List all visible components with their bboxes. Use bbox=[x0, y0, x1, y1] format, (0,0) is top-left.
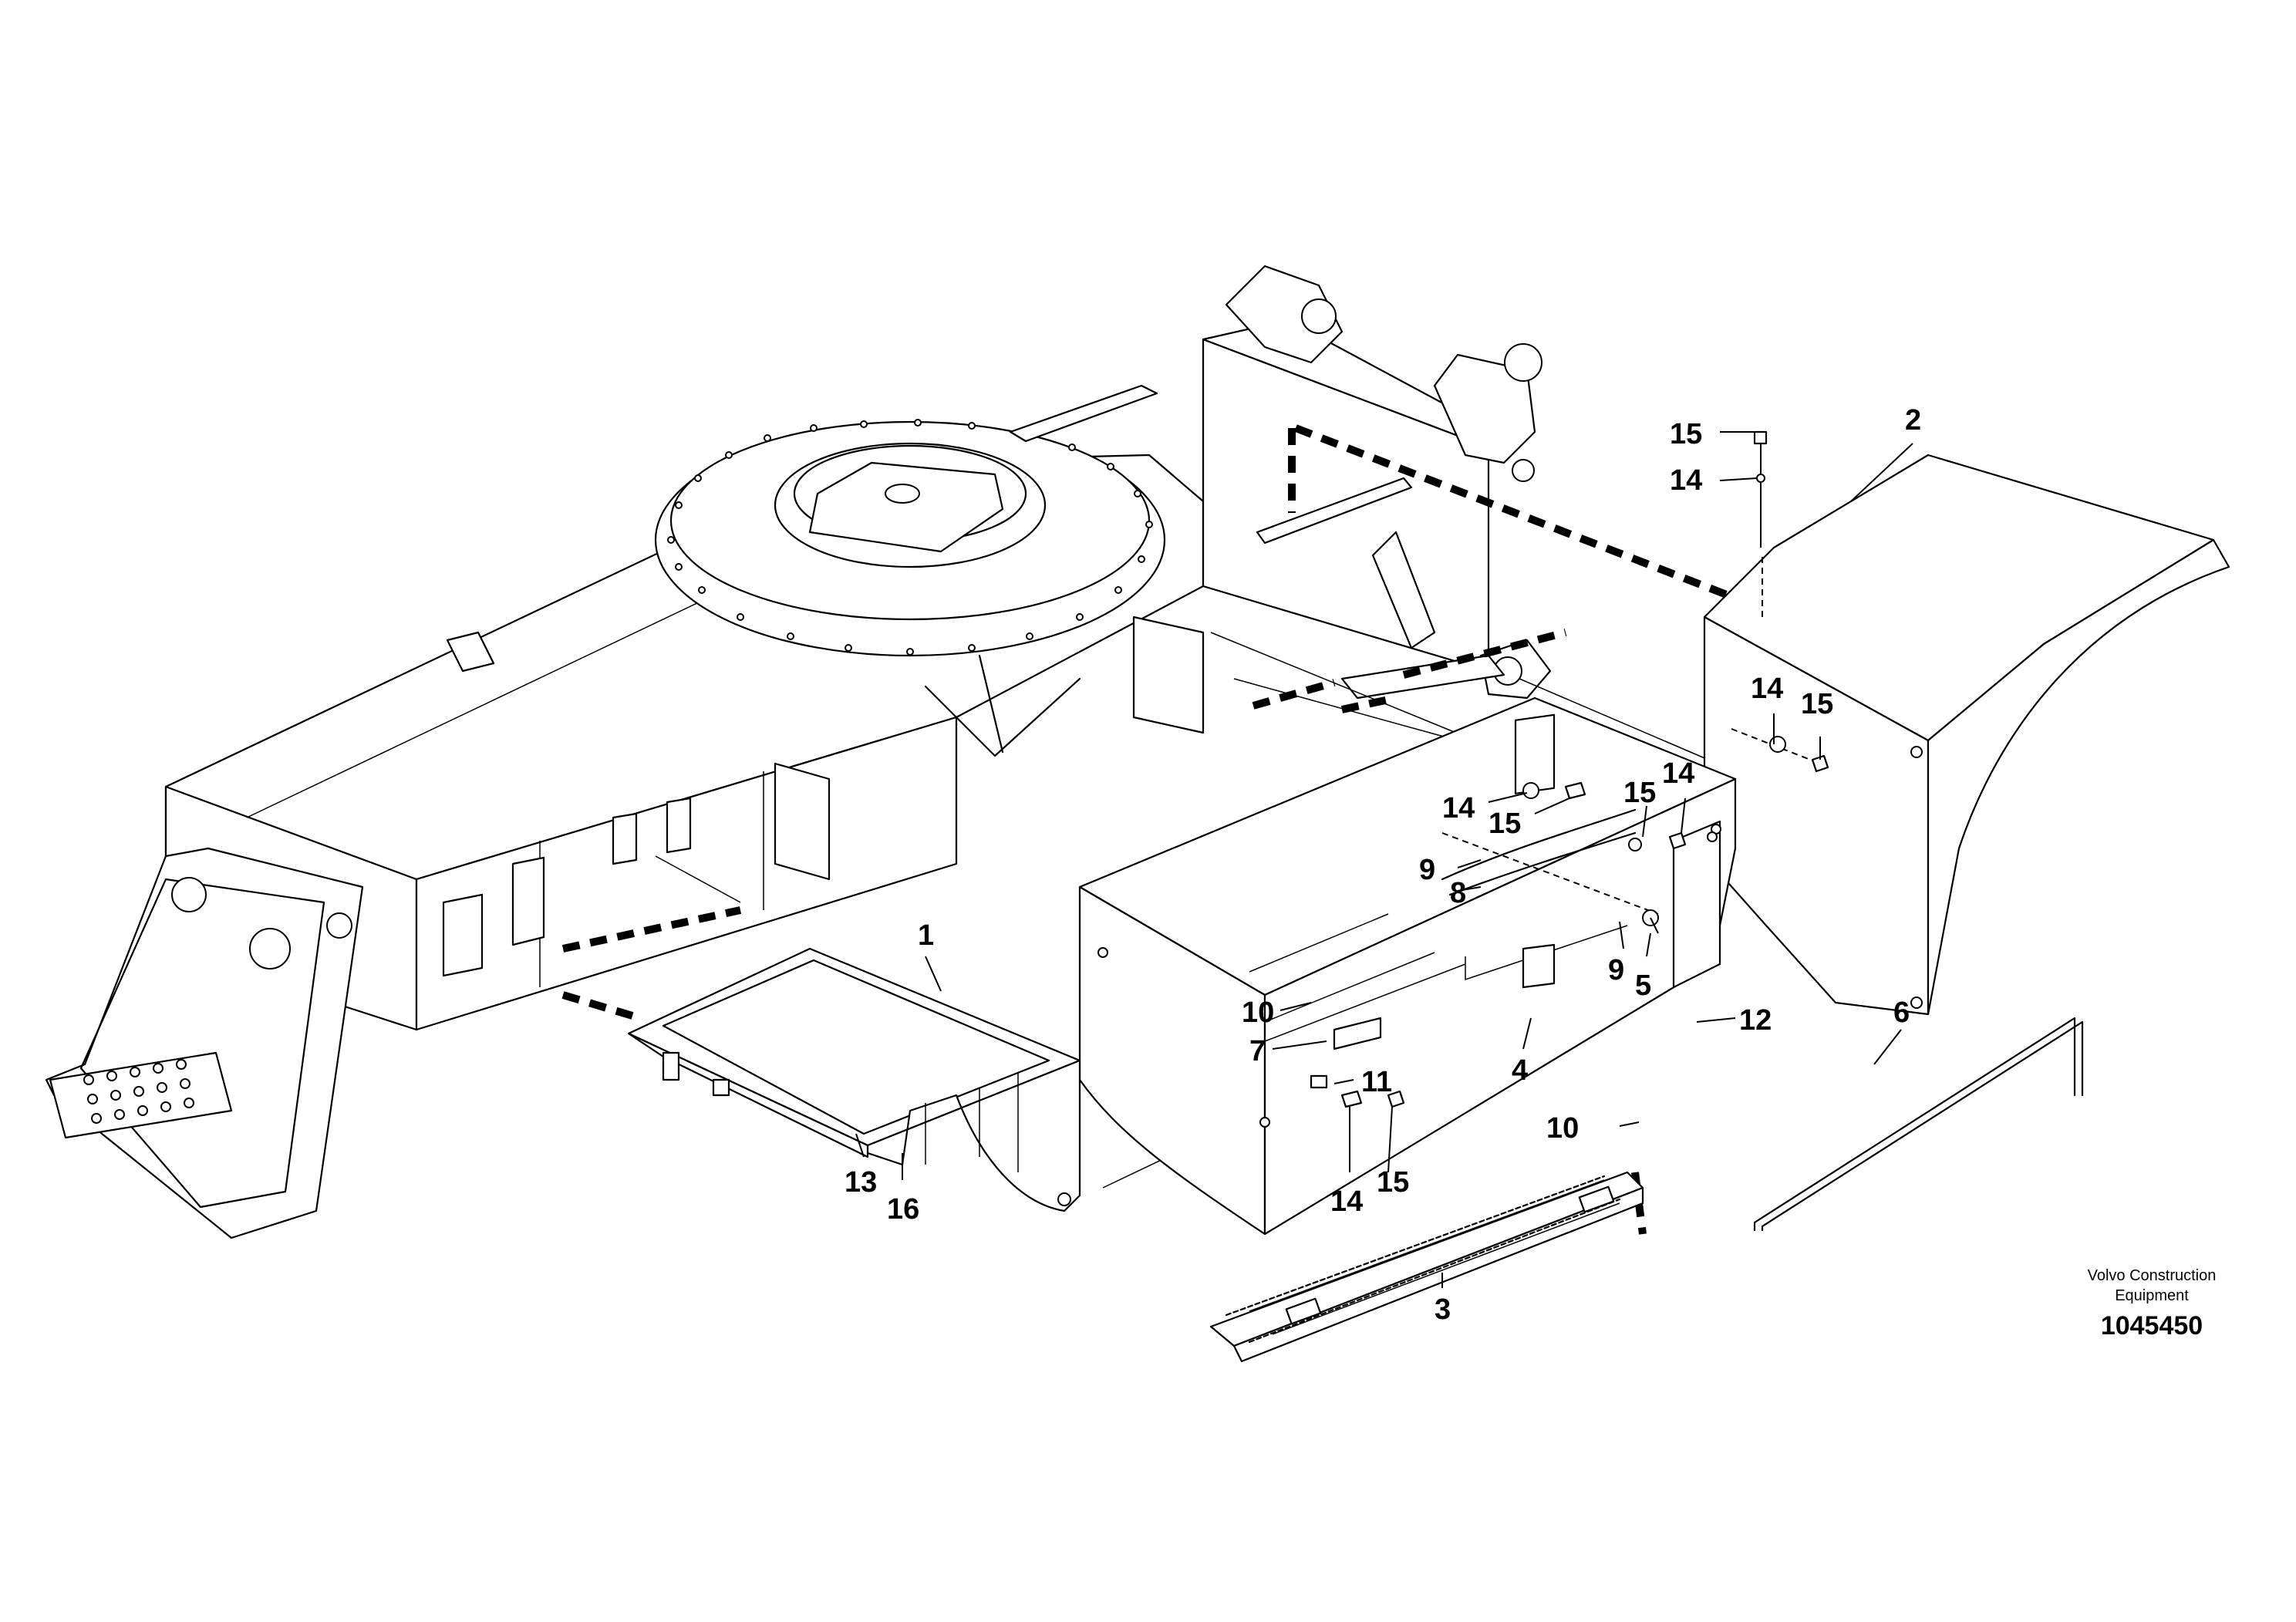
callout-7: 7 bbox=[1249, 1035, 1266, 1067]
callout-14-box-right: 14 bbox=[1662, 757, 1694, 790]
main-frame-drawing bbox=[45, 265, 1552, 1239]
callout-14-fender: 14 bbox=[1751, 673, 1783, 705]
part-6-rod bbox=[1753, 1017, 2084, 1232]
callout-16: 16 bbox=[887, 1193, 919, 1226]
leader-lines bbox=[855, 431, 1913, 1288]
callout-8: 8 bbox=[1450, 877, 1466, 909]
callout-4: 4 bbox=[1512, 1054, 1528, 1087]
callout-14-top: 14 bbox=[1670, 464, 1702, 497]
callout-3: 3 bbox=[1435, 1293, 1451, 1326]
callout-15-fender: 15 bbox=[1801, 688, 1833, 720]
credit-line-2: Equipment bbox=[2115, 1287, 2189, 1304]
callout-10-lower: 10 bbox=[1546, 1112, 1579, 1145]
callout-15-box-right: 15 bbox=[1623, 777, 1656, 809]
callout-13: 13 bbox=[845, 1166, 877, 1199]
callout-5: 5 bbox=[1635, 969, 1651, 1002]
callout-10-upper: 10 bbox=[1242, 996, 1274, 1029]
callout-labels: 15 14 2 14 15 14 15 15 14 9 8 9 5 1 12 1… bbox=[845, 404, 1921, 1326]
part-3-step-ladder bbox=[1209, 1171, 1644, 1363]
callout-14-bottom: 14 bbox=[1330, 1185, 1363, 1218]
callout-2: 2 bbox=[1905, 404, 1921, 437]
credit-line-1: Volvo Construction bbox=[2088, 1267, 2217, 1284]
part-2-fender bbox=[1703, 430, 2230, 1016]
callout-9-upper: 9 bbox=[1419, 854, 1435, 886]
callout-15-top: 15 bbox=[1670, 418, 1702, 450]
drawing-credit: Volvo Construction Equipment 1045450 bbox=[2088, 1267, 2217, 1340]
callout-15-box-top: 15 bbox=[1489, 808, 1521, 840]
drawing-part-number: 1045450 bbox=[2101, 1311, 2203, 1340]
part-1-step-platform bbox=[627, 947, 1081, 1212]
storage-box bbox=[1078, 696, 1737, 1236]
callout-6: 6 bbox=[1893, 996, 1910, 1029]
callout-15-bottom: 15 bbox=[1377, 1166, 1409, 1199]
callout-12: 12 bbox=[1739, 1004, 1772, 1037]
callout-14-box-top: 14 bbox=[1442, 792, 1475, 824]
callout-1: 1 bbox=[918, 919, 934, 952]
callout-11: 11 bbox=[1361, 1066, 1392, 1098]
callout-9-lower: 9 bbox=[1608, 954, 1624, 986]
